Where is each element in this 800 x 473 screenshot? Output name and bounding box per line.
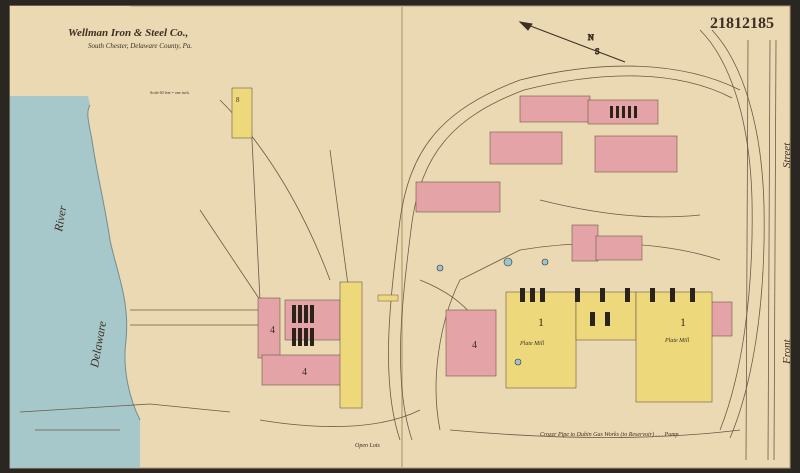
- svg-text:4: 4: [472, 340, 477, 351]
- open-lots-label: Open Lots: [355, 443, 381, 449]
- building-pink-mid-3: [415, 181, 501, 213]
- svg-text:4: 4: [302, 367, 307, 378]
- plate-mill-right-label: Plate Mill: [664, 338, 689, 344]
- building-pink-left-1: [257, 297, 281, 359]
- compass-arrow-icon: N S: [518, 21, 626, 63]
- svg-text:4: 4: [270, 325, 275, 336]
- svg-text:S: S: [595, 47, 599, 56]
- building-pink-top-1: [519, 95, 591, 123]
- rolling-stands: [520, 288, 695, 326]
- street-prefix-label: Front: [781, 338, 793, 365]
- delaware-river: [10, 6, 140, 468]
- plate-mill-left: [505, 291, 577, 389]
- svg-text:1: 1: [538, 315, 544, 329]
- street-lines: [745, 39, 777, 461]
- building-pink-right: [709, 301, 733, 337]
- building-pink-mid-4: [571, 224, 599, 262]
- location: South Chester, Delaware County, Pa.: [88, 42, 192, 50]
- river-label: River: [51, 204, 70, 233]
- plate-mill-right: [635, 291, 713, 403]
- building-pink-mid-5: [595, 235, 643, 261]
- tank-icons: [436, 257, 549, 366]
- svg-text:N: N: [588, 33, 594, 42]
- building-pink-mid-1: [489, 131, 563, 165]
- scale-note: Scale 60 feet = one inch.: [150, 90, 190, 95]
- svg-text:1: 1: [680, 315, 686, 329]
- river-top-paper: [10, 6, 130, 96]
- building-yellow-dock: [339, 281, 363, 409]
- river-shore: [87, 104, 141, 421]
- svg-text:8: 8: [236, 96, 240, 104]
- building-pink-mid-2: [594, 135, 678, 173]
- furnace-stacks-left: [292, 305, 314, 346]
- building-pink-left-3: [261, 354, 343, 386]
- building-pink-mid-6: [445, 309, 497, 377]
- bottom-note: Crozer Pipe to Dubin Gas Works (to Reser…: [540, 431, 679, 438]
- sheet-number: 21812185: [710, 15, 774, 32]
- title: Wellman Iron & Steel Co.,: [68, 27, 188, 39]
- furnace-stacks-top: [610, 106, 637, 118]
- plate-mill-left-label: Plate Mill: [519, 341, 544, 347]
- street-label: Street: [781, 142, 793, 168]
- building-small-left: [231, 87, 253, 139]
- building-small-dock: [377, 294, 399, 302]
